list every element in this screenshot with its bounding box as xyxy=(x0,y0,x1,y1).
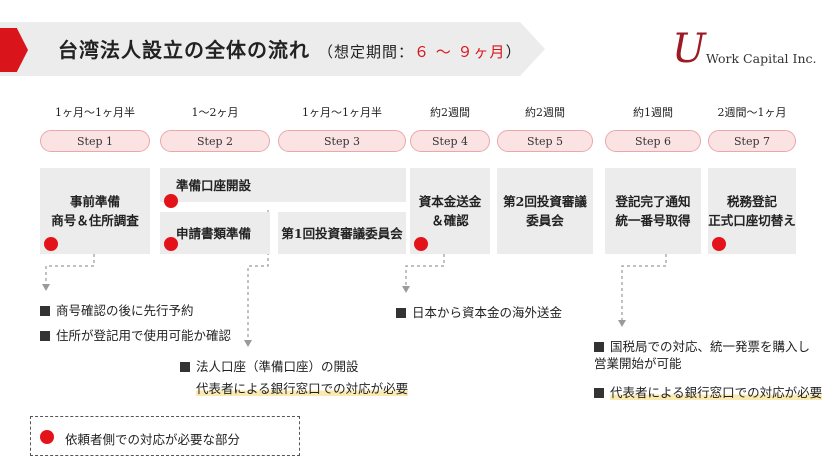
title-banner xyxy=(0,22,545,76)
step6-pill: Step 6 xyxy=(605,130,701,152)
legend: 依頼者側での対応が必要な部分 xyxy=(30,416,300,456)
client-action-dot xyxy=(164,194,178,208)
step1-box: 事前準備 商号＆住所調査 xyxy=(40,168,150,254)
step2-box-docs: 申請書類準備 xyxy=(160,212,270,254)
step6-box: 登記完了通知 統一番号取得 xyxy=(605,168,701,254)
bullet-square-icon xyxy=(594,388,604,398)
step2-duration: 1～2ヶ月 xyxy=(191,106,239,119)
note-step7-tax: 国税局での対応、統一発票を購入し営業開始が可能 xyxy=(594,339,811,371)
page-title: 台湾法人設立の全体の流れ （想定期間：６ ～ ９ヶ月） xyxy=(58,34,522,63)
bullet-square-icon xyxy=(594,342,604,352)
logo-mark: U xyxy=(672,26,706,72)
note-step2-bank: 代表者による銀行窓口での対応が必要 xyxy=(196,381,409,396)
bullet-square-icon xyxy=(40,306,50,316)
title-text: 台湾法人設立の全体の流れ xyxy=(58,38,310,62)
legend-text: 依頼者側での対応が必要な部分 xyxy=(65,432,241,447)
client-action-dot xyxy=(164,237,178,251)
note-step1-address: 住所が登記用で使用可能か確認 xyxy=(40,325,231,344)
step5-duration: 約2週間 xyxy=(525,106,565,119)
step4-duration: 約2週間 xyxy=(430,106,470,119)
bullet-square-icon xyxy=(396,308,406,318)
step3-box: 第1回投資審議委員会 xyxy=(278,212,406,254)
step3-pill: Step 3 xyxy=(278,130,406,152)
bullet-square-icon xyxy=(40,331,50,341)
logo-text: Work Capital Inc. xyxy=(706,51,817,66)
step3-duration: 1ヶ月～1ヶ月半 xyxy=(302,106,382,119)
note-step2-account: 法人口座（準備口座）の開設 xyxy=(180,356,359,375)
client-action-dot xyxy=(414,237,428,251)
note-step7-bank: 代表者による銀行窓口での対応が必要 xyxy=(594,382,823,401)
step6-duration: 約1週間 xyxy=(633,106,673,119)
step7-duration: 2週間～1ヶ月 xyxy=(717,106,787,119)
step7-pill: Step 7 xyxy=(708,130,796,152)
step5-box: 第2回投資審議 委員会 xyxy=(497,168,593,254)
step1-pill: Step 1 xyxy=(40,130,150,152)
legend-dot-icon xyxy=(40,430,54,444)
step4-pill: Step 4 xyxy=(410,130,490,152)
title-period: （想定期間：６ ～ ９ヶ月） xyxy=(318,43,522,61)
step2-pill: Step 2 xyxy=(160,130,270,152)
step2-box-account: 準備口座開設 xyxy=(160,168,406,202)
client-action-dot xyxy=(44,237,58,251)
bullet-square-icon xyxy=(180,362,190,372)
note-step1-reserve: 商号確認の後に先行予約 xyxy=(40,300,194,319)
step1-duration: 1ヶ月～1ヶ月半 xyxy=(55,106,135,119)
company-logo: U Work Capital Inc. xyxy=(672,26,822,76)
client-action-dot xyxy=(712,237,726,251)
note-step4-remit: 日本から資本金の海外送金 xyxy=(396,302,562,321)
step5-pill: Step 5 xyxy=(497,130,593,152)
